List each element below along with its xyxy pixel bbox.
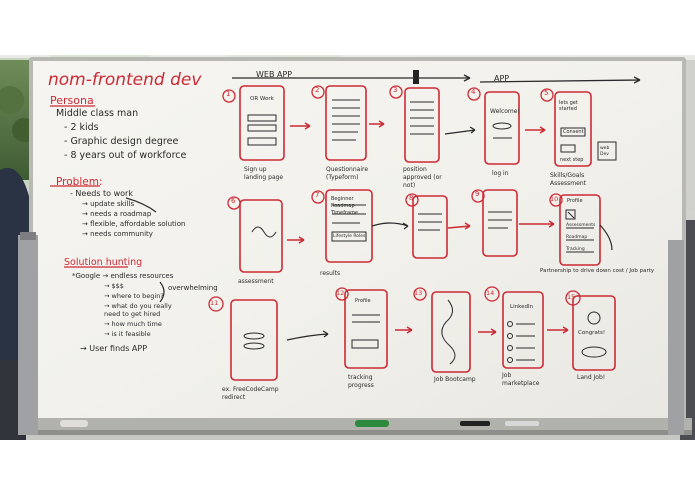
screen-text: Tracking (566, 247, 585, 252)
step-number: 4 (471, 88, 476, 96)
screen-text: Welcome! (490, 108, 520, 115)
step-number: 5 (544, 89, 549, 97)
step-number: 15 (567, 293, 576, 301)
problem-line: → update skills (82, 200, 135, 208)
screen-text: Lifestyle Roles (333, 234, 366, 239)
solution-finds-app: → User finds APP (80, 344, 148, 353)
step-caption: Job Bootcamp (434, 376, 476, 383)
solution-line: → what do you really need to get hired (104, 302, 172, 318)
solution-line: → $$$ (104, 282, 124, 290)
step-caption: assessment (238, 278, 274, 285)
problem-line: - Needs to work (70, 189, 133, 198)
screen-text: next step (560, 157, 584, 163)
persona-line: - Graphic design degree (64, 136, 179, 147)
screen-text: Assessments (566, 223, 596, 228)
step-caption: Skills/Goals Assessment (550, 172, 586, 187)
screen-text: Profile (355, 298, 371, 304)
screen-text: Consent (563, 129, 584, 135)
problem-heading: Problem: (56, 176, 103, 188)
step-number: 13 (414, 289, 423, 297)
step-caption: ex. FreeCodeCamp redirect (222, 386, 279, 401)
solution-line: → is it feasible (104, 330, 151, 338)
problem-line: → flexible, affordable solution (82, 220, 186, 228)
bottom-margin (0, 440, 695, 494)
step-number: 10 (550, 195, 559, 203)
solution-line: → where to begin? (104, 292, 164, 300)
step-caption: Job marketplace (502, 372, 540, 387)
screen-text: Roadmap (566, 235, 588, 240)
step-number: 6 (231, 197, 236, 205)
step-number: 7 (315, 191, 320, 199)
screen-text: web Dev (600, 146, 610, 157)
top-margin (0, 0, 695, 55)
step-caption: position approved (or not) (403, 166, 442, 189)
solution-line: → how much time (104, 320, 162, 328)
step-number: 2 (315, 86, 320, 94)
solution-overwhelming: overwhelming (168, 284, 218, 292)
problem-line: → needs a roadmap (82, 210, 152, 218)
persona-line: - 8 years out of workforce (64, 150, 187, 161)
step-number: 9 (475, 190, 480, 198)
step-caption: tracking progress (348, 374, 374, 389)
step-caption: Questionnaire (Typeform) (326, 166, 369, 181)
solution-line: *Google → endless resources (72, 272, 174, 280)
screen-text: Beginner Roadmap Timeframe (331, 196, 359, 216)
step-number: 12 (336, 289, 345, 297)
step-number: 8 (409, 194, 414, 202)
persona-line: - 2 kids (64, 122, 99, 133)
step-caption: Sign up landing page (244, 166, 284, 181)
persona-line: Middle class man (56, 108, 139, 119)
screen-text: LinkedIn (510, 304, 534, 310)
solution-heading: Solution hunting (64, 257, 143, 268)
screen-text: Profile (567, 198, 583, 204)
screen-text: Congrats! (578, 330, 606, 336)
board-title: nom-frontend dev (48, 70, 202, 90)
step-number: 14 (486, 289, 495, 297)
persona-heading: Persona (50, 94, 94, 107)
step-caption: results (320, 270, 341, 277)
screen-text: OR Work (250, 96, 274, 102)
step-number: 1 (226, 90, 231, 98)
step-number: 3 (393, 86, 398, 94)
step-caption: Land Job! (577, 374, 606, 381)
problem-line: → needs community (82, 230, 153, 238)
step-caption: log in (492, 170, 509, 177)
screen-text: lets get started (559, 100, 578, 112)
web-app-label: WEB APP (256, 70, 293, 79)
app-label: APP (494, 74, 510, 83)
step-number: 11 (210, 299, 219, 307)
step-caption: Partnership to drive down cost / Job par… (540, 268, 655, 274)
